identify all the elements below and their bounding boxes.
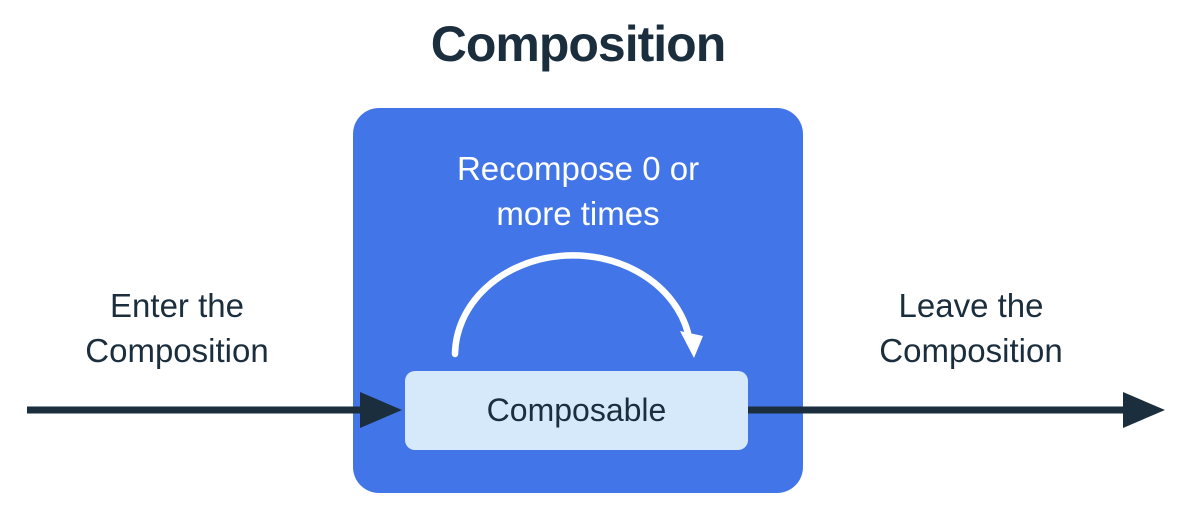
leave-composition-label: Leave the Composition	[879, 287, 1063, 369]
recompose-label: Recompose 0 or more times	[456, 150, 700, 232]
enter-composition-label: Enter the Composition	[85, 287, 269, 369]
diagram-title: Composition	[430, 16, 727, 72]
leave-arrow-icon	[748, 392, 1165, 428]
enter-arrow-icon	[27, 392, 402, 428]
composable-box: Composable	[405, 371, 748, 450]
composable-label: Composable	[486, 392, 667, 428]
